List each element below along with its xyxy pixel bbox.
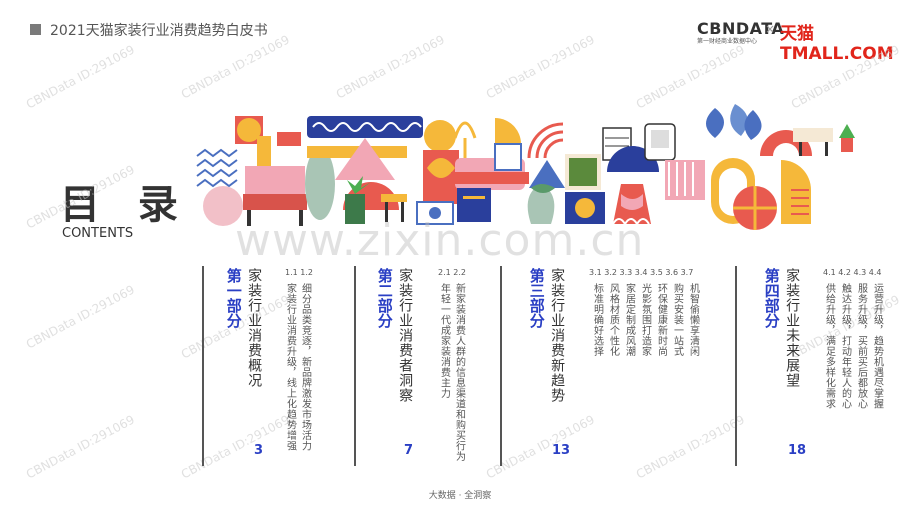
- part-3-label[interactable]: 第三部分: [527, 268, 546, 328]
- logo-separator: ×: [765, 22, 776, 36]
- part-3-topic: 购买安装一站式: [671, 283, 683, 357]
- section-divider: [202, 266, 204, 466]
- part-3-page: 13: [552, 443, 571, 458]
- section-divider: [500, 266, 502, 466]
- part-1-title[interactable]: 家装行业消费概况: [246, 268, 263, 388]
- part-3-topic: 机智偷懒享清闲: [687, 283, 699, 357]
- cbndata-watermark: CBNData ID:291069: [178, 32, 292, 102]
- cbndata-watermark: CBNData ID:291069: [23, 412, 137, 482]
- part-1-topic: 细分品类竞逐，新品牌激发市场活力: [299, 283, 311, 451]
- footer-tagline: 大数据 · 全洞察: [428, 491, 492, 501]
- cbndata-logo-subtitle: 第一财经商业数据中心: [697, 38, 758, 45]
- part-2-topic: 年轻一代成家装消费主力: [438, 283, 450, 399]
- part-4-topic: 触达升级，打动年轻人的心: [839, 283, 851, 409]
- part-1-section-numbers: 1.1 1.2: [285, 268, 313, 277]
- brand-logos: CBNDATA 第一财经商业数据中心 × 天猫TMALL.COM: [697, 19, 894, 64]
- section-divider: [735, 266, 737, 466]
- part-1-label[interactable]: 第一部分: [224, 268, 243, 328]
- cbndata-watermark: CBNData ID:291069: [333, 32, 447, 102]
- part-3-section-numbers: 3.1 3.2 3.3 3.4 3.5 3.6 3.7: [589, 268, 694, 277]
- report-title: 2021天猫家装行业消费趋势白皮书: [50, 23, 268, 39]
- part-2-topic: 新家装消费人群的信息渠道和购买行为: [453, 283, 465, 462]
- cbndata-watermark: CBNData ID:291069: [483, 32, 597, 102]
- cbndata-watermark: CBNData ID:291069: [23, 42, 137, 112]
- part-3-topic: 家居定制成风潮: [623, 283, 635, 357]
- part-4-page: 18: [788, 443, 807, 458]
- site-watermark: www.zixin.com.cn: [235, 215, 645, 266]
- part-4-topic: 供给升级，满足多样化需求: [823, 283, 835, 409]
- part-3-topic: 标准明确好选择: [591, 283, 603, 357]
- part-4-title[interactable]: 家装行业未来展望: [784, 268, 801, 388]
- part-4-section-numbers: 4.1 4.2 4.3 4.4: [823, 268, 882, 277]
- section-divider: [354, 266, 356, 466]
- header-square-icon: [30, 24, 41, 35]
- furniture-illustration: [196, 104, 855, 230]
- part-4-topic: 运营升级，趋势机遇尽掌握: [871, 283, 883, 409]
- cbndata-watermark: CBNData ID:291069: [23, 282, 137, 352]
- cbndata-watermark: CBNData ID:291069: [178, 412, 292, 482]
- toc-title: 目 录: [60, 182, 190, 228]
- part-1-page: 3: [254, 443, 264, 458]
- cbndata-logo: CBNDATA: [697, 19, 785, 38]
- part-4-topic: 服务升级，买前买后都放心: [855, 283, 867, 409]
- part-3-topic: 风格材质个性化: [607, 283, 619, 357]
- part-3-title[interactable]: 家装行业消费新趋势: [549, 268, 566, 403]
- part-2-page: 7: [404, 443, 414, 458]
- part-3-topic: 环保健康新时尚: [655, 283, 667, 357]
- part-3-topic: 光影氛围打造家: [639, 283, 651, 357]
- part-4-label[interactable]: 第四部分: [762, 268, 781, 328]
- part-2-section-numbers: 2.1 2.2: [438, 268, 466, 277]
- part-2-title[interactable]: 家装行业消费者洞察: [397, 268, 414, 403]
- toc-subtitle: CONTENTS: [62, 226, 134, 241]
- cbndata-watermark: CBNData ID:291069: [633, 412, 747, 482]
- part-2-label[interactable]: 第二部分: [375, 268, 394, 328]
- tmall-logo: 天猫TMALL.COM: [780, 24, 894, 64]
- part-1-topic: 家装行业消费升级，线上化趋势增强: [284, 283, 296, 451]
